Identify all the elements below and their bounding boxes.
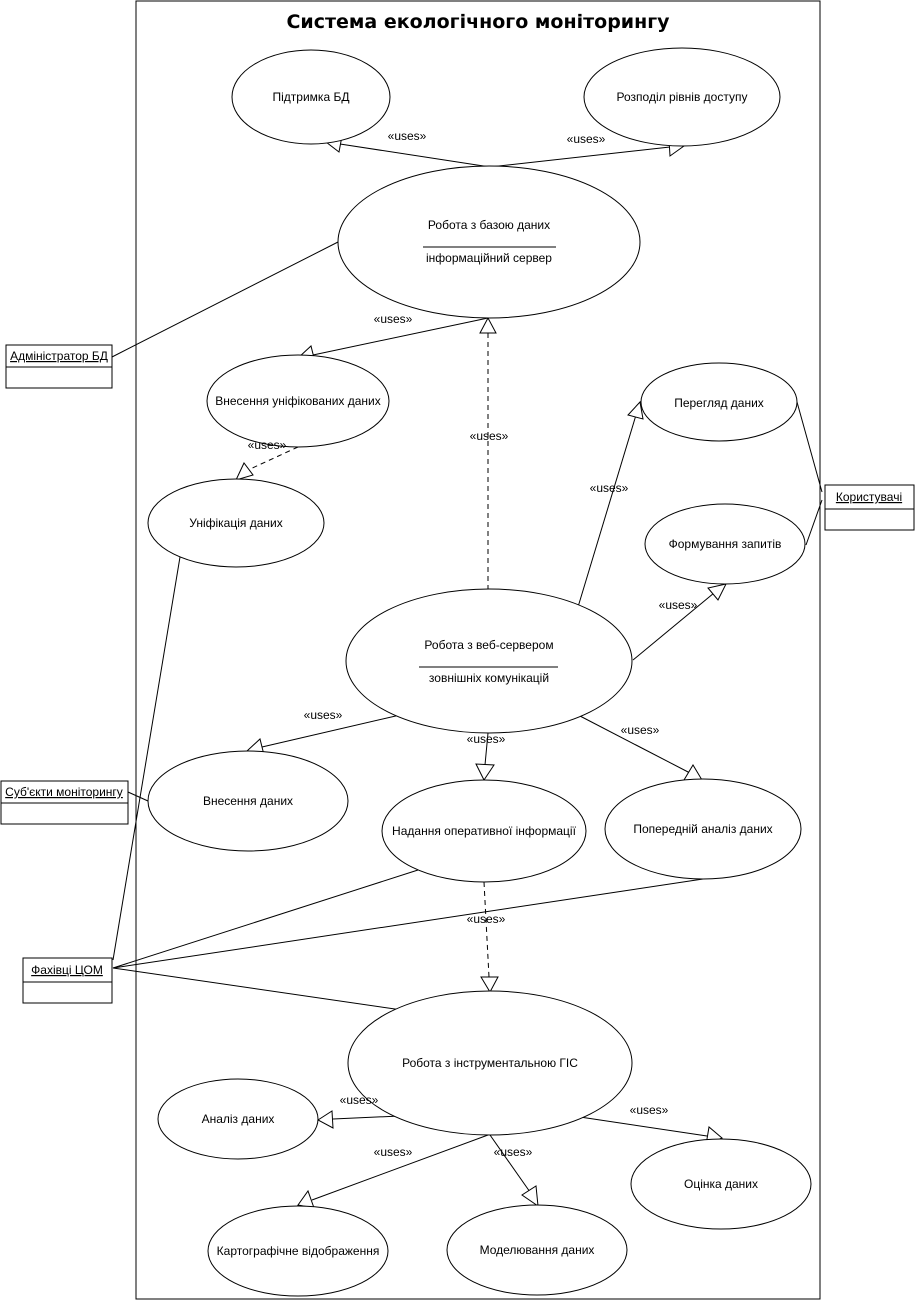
use-case-cartography (207, 1205, 389, 1297)
association-line (805, 499, 823, 546)
use-case-prelim-analysis (604, 778, 802, 880)
relation-line (484, 732, 489, 766)
use-case-db-work (337, 165, 641, 319)
uses-label: «uses» (304, 708, 343, 722)
uses-label: «uses» (630, 1103, 669, 1117)
actor-label: Адміністратор БД (10, 349, 108, 363)
actor-label: Користувачі (836, 490, 902, 504)
actor-users: Користувачі (824, 484, 915, 531)
relation-line (332, 1115, 401, 1120)
relation-line (247, 446, 299, 471)
uses-label: «uses» (621, 723, 660, 737)
use-case-analysis (157, 1078, 319, 1160)
use-case-label: Аналіз даних (202, 1112, 275, 1126)
use-case-label: Внесення уніфікованих даних (215, 394, 381, 408)
use-case-label: Попередній аналіз даних (633, 822, 772, 836)
relation-arrowhead (475, 763, 495, 781)
relation-arrowhead (521, 1185, 539, 1208)
use-cases: Підтримка БД Розподіл рівнів доступу Роб… (147, 47, 812, 1297)
actor-body-box (0, 802, 129, 825)
relation-line (261, 714, 401, 748)
uses-label: «uses» (467, 732, 506, 746)
use-case-label: Перегляд даних (674, 396, 764, 410)
relation-arrowhead (235, 462, 254, 481)
relation-arrowhead (683, 764, 703, 781)
actor-experts: Фахівці ЦОМ (22, 957, 113, 1004)
relation-line (579, 715, 691, 774)
use-case-sublabel: зовнішніх комунікацій (429, 671, 549, 685)
use-case-label: Картографічне відображення (217, 1244, 380, 1258)
uses-label: «uses» (659, 598, 698, 612)
relation-line (579, 1116, 708, 1137)
use-case-label: Робота з інструментальною ГІС (402, 1056, 578, 1070)
actor-body-box (5, 366, 113, 389)
use-case-db-support (231, 49, 391, 145)
uses-label: «uses» (470, 429, 509, 443)
actor-body-box (22, 981, 113, 1004)
association-line (112, 869, 419, 969)
association-line (112, 967, 403, 1011)
relation-line (577, 414, 637, 608)
use-case-label: Підтримка БД (273, 90, 350, 104)
use-case-label: Робота з веб-сервером (424, 638, 553, 652)
association-line (112, 878, 704, 969)
actor-body-box (824, 508, 915, 531)
use-case-label: Робота з базою даних (428, 218, 550, 232)
actor-label: Суб'єкти моніторингу (5, 785, 123, 799)
actor-admin: Адміністратор БД (5, 344, 113, 389)
relation-line (311, 1134, 489, 1201)
use-case-modeling (446, 1204, 628, 1296)
use-case-web-work (345, 588, 633, 734)
actor-label: Фахівці ЦОМ (31, 963, 103, 977)
use-case-sublabel: інформаційний сервер (426, 251, 552, 265)
uses-label: «uses» (340, 1093, 379, 1107)
use-case-label: Оцінка даних (684, 1177, 758, 1191)
use-case-operative-info (381, 779, 587, 883)
use-case-label: Уніфікація даних (189, 516, 282, 530)
use-case-evaluation (630, 1138, 812, 1230)
actor-name-box (824, 484, 915, 510)
use-case-data-input (147, 750, 349, 852)
use-case-unified-input (206, 354, 390, 448)
association-line (127, 791, 149, 802)
diagram-title: Система екологічного моніторингу (286, 11, 670, 33)
use-case-view-data (640, 362, 798, 442)
association-line (111, 241, 339, 358)
uses-label: «uses» (374, 1145, 413, 1159)
uses-labels: «uses» «uses» «uses» «uses» «uses» «uses… (248, 129, 698, 1159)
use-case-label: Розподіл рівнів доступу (617, 90, 748, 104)
actor-subjects: Суб'єкти моніторингу (0, 780, 129, 825)
relation-arrowhead (480, 976, 499, 994)
relation-arrowhead (479, 316, 497, 334)
use-case-label: Внесення даних (203, 794, 293, 808)
association-line (796, 401, 823, 493)
use-case-label: Надання оперативної інформації (392, 824, 577, 838)
uses-label: «uses» (248, 438, 287, 452)
use-case-gis-work (347, 990, 633, 1136)
uses-label: «uses» (590, 481, 629, 495)
uses-label: «uses» (567, 132, 606, 146)
relation-arrowhead (297, 1189, 315, 1209)
relation-arrowhead (627, 400, 644, 420)
uses-label: «uses» (494, 1145, 533, 1159)
system-boundary (135, 0, 821, 1300)
use-case-queries (644, 503, 806, 585)
use-case-label: Формування запитів (669, 537, 782, 551)
relation-arrowhead (317, 1110, 334, 1129)
use-case-unification (147, 478, 325, 568)
relation-line (312, 317, 489, 356)
relation-arrowhead (707, 583, 727, 601)
relation-line (339, 143, 491, 168)
uses-label: «uses» (374, 312, 413, 326)
use-case-label: Моделювання даних (480, 1243, 595, 1257)
uses-label: «uses» (467, 912, 506, 926)
relation-line (632, 592, 715, 661)
association-line (112, 556, 181, 961)
relation-line (489, 1134, 531, 1193)
relation-line (489, 146, 671, 168)
uses-label: «uses» (388, 129, 427, 143)
relation-line (483, 881, 490, 978)
use-case-access-levels (583, 47, 781, 147)
